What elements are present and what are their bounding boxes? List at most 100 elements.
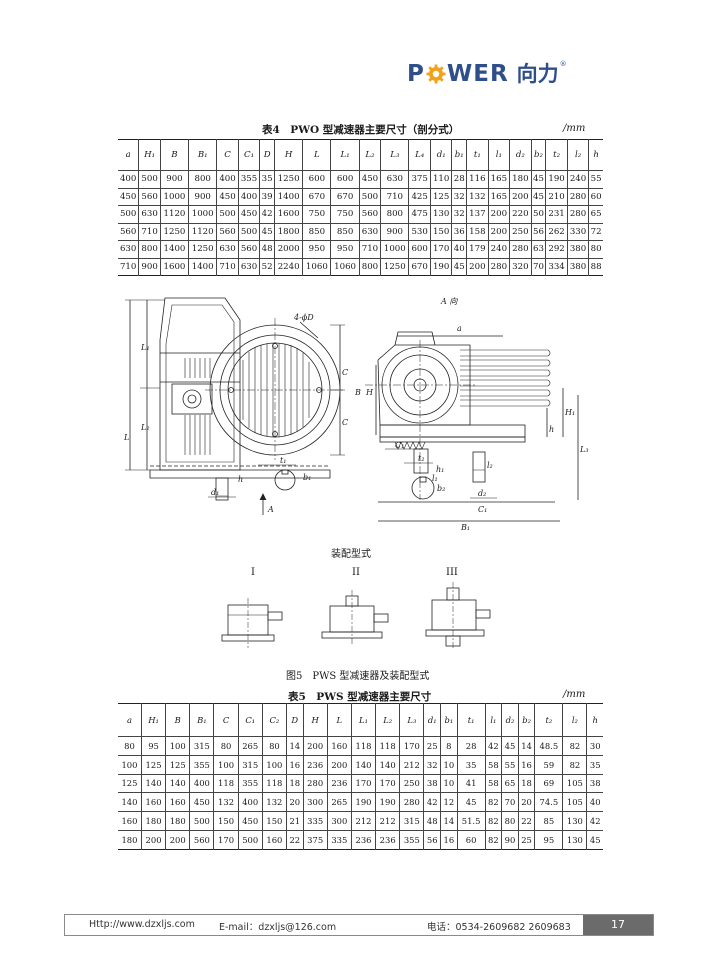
housing-fins-left <box>184 358 211 455</box>
label-A-arrow: A <box>267 505 274 514</box>
table-cell: 190 <box>545 170 568 188</box>
column-header: d₂ <box>501 703 519 737</box>
column-header: L₄ <box>408 139 431 171</box>
table-cell: 750 <box>302 205 331 223</box>
column-header: t₁ <box>456 703 486 737</box>
column-header: B₁ <box>189 703 214 737</box>
table-cell: 280 <box>399 792 424 812</box>
table-cell: 400 <box>237 187 260 206</box>
column-header: D <box>285 703 304 737</box>
table-cell: 85 <box>534 811 563 831</box>
table-cell: 125 <box>140 754 166 775</box>
column-header: t₁ <box>466 139 489 171</box>
table-cell: 35 <box>259 170 275 188</box>
column-header: C <box>216 139 239 171</box>
table-cell: 560 <box>216 222 239 241</box>
table-cell: 140 <box>375 754 400 775</box>
table-cell: 380 <box>566 240 589 258</box>
table-cell: 80 <box>588 240 603 258</box>
table-cell: 125 <box>165 754 190 775</box>
table-cell: 560 <box>138 187 161 206</box>
table-cell: 1800 <box>274 222 303 241</box>
table-cell: 140 <box>165 773 190 793</box>
table-cell: 200 <box>466 257 489 276</box>
table-cell: 475 <box>408 205 431 223</box>
table-cell: 400 <box>237 792 263 812</box>
table-cell: 95 <box>534 829 563 850</box>
footer-email[interactable]: E-mail：dzxljs@126.com <box>219 922 337 933</box>
table-cell: 600 <box>330 170 360 188</box>
column-header: b₁ <box>440 703 458 737</box>
footer-website[interactable]: Http://www.dzxljs.com <box>89 919 195 930</box>
table-cell: 1400 <box>159 240 189 258</box>
table-cell: 1250 <box>380 257 409 276</box>
table-cell: 750 <box>330 205 360 223</box>
table-cell: 630 <box>138 205 161 223</box>
page-number: 17 <box>583 915 653 935</box>
table-cell: 18 <box>285 773 304 793</box>
table-cell: 375 <box>408 170 431 188</box>
column-header: L₂ <box>358 139 381 171</box>
table-cell: 265 <box>326 792 352 812</box>
table-cell: 58 <box>484 754 502 775</box>
column-header: b₁ <box>451 139 467 171</box>
column-header: l₁ <box>487 139 510 171</box>
table-cell: 236 <box>302 754 328 775</box>
table-cell: 630 <box>216 240 239 258</box>
table-cell: 212 <box>375 811 400 831</box>
table-cell: 25 <box>423 736 441 756</box>
table-cell: 88 <box>588 257 603 276</box>
table-cell: 132 <box>213 792 239 812</box>
assembly-type-3 <box>425 582 491 650</box>
table-cell: 59 <box>534 754 563 775</box>
table-cell: 80 <box>261 736 287 756</box>
figure5-caption: 图5 PWS 型减速器及装配型式 <box>286 671 430 682</box>
table-cell: 165 <box>487 187 510 206</box>
table-cell: 850 <box>302 222 331 241</box>
table-cell: 69 <box>534 773 563 793</box>
table-cell: 165 <box>487 170 510 188</box>
column-header: L <box>326 703 352 737</box>
table-cell: 315 <box>237 754 263 775</box>
table-cell: 132 <box>261 792 287 812</box>
table-cell: 80 <box>213 736 239 756</box>
table-cell: 82 <box>562 736 587 756</box>
table-cell: 170 <box>429 240 452 258</box>
table-cell: 400 <box>216 170 239 188</box>
table-cell: 45 <box>530 187 546 206</box>
table4-unit: /mm <box>563 123 586 134</box>
table-cell: 45 <box>530 170 546 188</box>
table-cell: 80 <box>501 811 519 831</box>
column-header: B <box>165 703 190 737</box>
table-cell: 900 <box>188 187 217 206</box>
table-cell: 1120 <box>159 205 189 223</box>
label-L: L <box>123 433 129 442</box>
column-header: H₁ <box>138 139 161 171</box>
column-header: t₂ <box>545 139 568 171</box>
table-cell: 45 <box>451 257 467 276</box>
table-cell: 60 <box>588 187 603 206</box>
table-cell: 58 <box>484 773 502 793</box>
dimension-labels: 4-ϕD A 向 a L₁ L₂ L C C B H H₁ h L₃ C₁ t₁… <box>123 297 589 532</box>
table-cell: 1400 <box>274 187 303 206</box>
column-header: H <box>302 703 328 737</box>
column-header: h <box>586 703 603 737</box>
table-cell: 280 <box>566 205 589 223</box>
table-cell: 180 <box>118 829 142 850</box>
table-cell: 170 <box>350 773 376 793</box>
table-cell: 10 <box>440 773 458 793</box>
table-cell: 48 <box>423 811 441 831</box>
table-cell: 82 <box>562 754 587 775</box>
column-header: B₁ <box>188 139 217 171</box>
table-cell: 63 <box>530 240 546 258</box>
table-cell: 630 <box>380 170 409 188</box>
table-cell: 116 <box>466 170 489 188</box>
table-cell: 105 <box>562 792 587 812</box>
table-cell: 82 <box>484 811 502 831</box>
